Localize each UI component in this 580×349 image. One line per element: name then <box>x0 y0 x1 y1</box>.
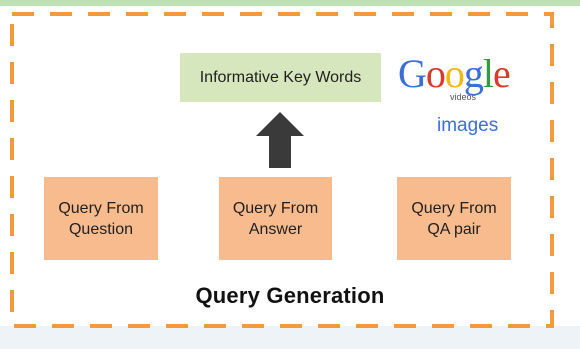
query-from-qa-pair-line1: Query From <box>411 199 497 217</box>
google-logo: Google videos images <box>398 52 558 142</box>
query-from-question-line2: Question <box>68 220 134 238</box>
query-from-qa-pair-line2: QA pair <box>427 220 481 238</box>
google-wordmark: Google <box>398 51 511 96</box>
query-from-answer-line1: Query From <box>232 199 319 217</box>
google-images-text: images <box>437 115 499 136</box>
query-from-answer-box: Query From Answer <box>219 177 332 260</box>
google-letter-g: G <box>398 51 427 96</box>
google-letter-o2: o <box>444 51 465 96</box>
google-letter-e: e <box>493 51 511 96</box>
google-videos-subtext: videos <box>450 92 477 102</box>
query-from-qa-pair-box: Query From QA pair <box>397 177 511 260</box>
informative-key-words-box: Informative Key Words <box>180 53 381 102</box>
informative-key-words-label: Informative Key Words <box>199 69 362 86</box>
query-from-question-box: Query From Question <box>44 177 158 260</box>
top-green-strip <box>0 0 580 6</box>
query-from-answer-line2: Answer <box>248 220 303 238</box>
up-arrow-icon <box>256 112 304 168</box>
google-letter-l: l <box>482 51 494 96</box>
google-letter-o1: o <box>425 51 446 96</box>
query-generation-title: Query Generation <box>195 283 385 308</box>
google-letter-g2: g <box>463 51 484 96</box>
query-from-question-line1: Query From <box>58 199 144 217</box>
